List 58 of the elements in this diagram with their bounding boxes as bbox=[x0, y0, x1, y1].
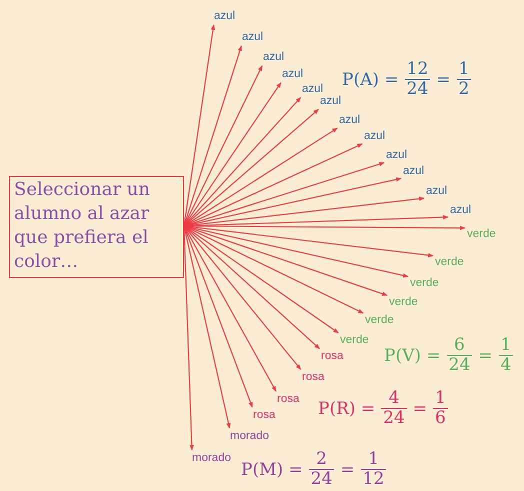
fraction-denominator: 2 bbox=[458, 80, 470, 99]
fraction-denominator: 4 bbox=[500, 356, 512, 375]
fraction-numerator: 1 bbox=[360, 450, 386, 470]
color-label: azul bbox=[214, 10, 236, 23]
fraction-denominator: 6 bbox=[434, 409, 447, 428]
color-label: morado bbox=[192, 452, 231, 465]
color-label: azul bbox=[426, 185, 448, 198]
color-label: azul bbox=[339, 114, 360, 127]
fraction-denominator: 24 bbox=[382, 409, 406, 428]
arrow bbox=[184, 97, 302, 226]
fraction-numerator: 12 bbox=[404, 60, 430, 80]
equals-sign: = bbox=[478, 346, 493, 366]
color-label: azul bbox=[242, 31, 264, 44]
arrow bbox=[184, 226, 276, 392]
color-label: azul bbox=[403, 165, 424, 178]
color-label: rosa bbox=[277, 393, 300, 406]
color-label: azul bbox=[450, 204, 472, 217]
color-label: verde bbox=[435, 256, 464, 269]
arrow bbox=[184, 226, 339, 334]
color-label: verde bbox=[340, 334, 369, 347]
color-label: morado bbox=[230, 430, 269, 443]
equals-sign: = bbox=[412, 398, 428, 418]
arrow bbox=[184, 128, 338, 226]
color-label: verde bbox=[467, 228, 496, 241]
arrow bbox=[184, 226, 320, 350]
fraction-denominator: 24 bbox=[448, 356, 472, 375]
color-label: rosa bbox=[253, 409, 276, 422]
color-label: verde bbox=[410, 277, 439, 290]
color-label: rosa bbox=[302, 371, 324, 384]
fraction-denominator: 24 bbox=[406, 80, 430, 99]
fraction-numerator: 1 bbox=[456, 60, 472, 80]
arrow bbox=[184, 82, 282, 226]
color-label: verde bbox=[389, 296, 418, 309]
probability-expression: P(R) = bbox=[318, 398, 376, 418]
arrow bbox=[184, 226, 302, 370]
fraction-denominator: 24 bbox=[310, 470, 334, 489]
question-box: Seleccionar un alumno al azar que prefiera el color… bbox=[9, 176, 184, 278]
color-label: azul bbox=[302, 83, 324, 96]
arrow bbox=[184, 108, 319, 226]
fraction-numerator: 6 bbox=[446, 336, 472, 356]
probability-expression: P(A) = bbox=[342, 70, 399, 90]
color-label: azul bbox=[320, 95, 342, 108]
arrow bbox=[184, 65, 263, 226]
fraction-numerator: 4 bbox=[381, 389, 407, 409]
equals-sign: = bbox=[436, 70, 451, 90]
color-label: azul bbox=[386, 149, 408, 162]
color-label: azul bbox=[263, 51, 284, 64]
fraction-numerator: 1 bbox=[433, 389, 448, 409]
color-label: azul bbox=[364, 130, 386, 143]
equals-sign: = bbox=[340, 460, 355, 480]
fraction-denominator: 12 bbox=[362, 470, 386, 489]
probability-expression: P(V) = bbox=[384, 346, 441, 366]
color-label: verde bbox=[365, 314, 394, 327]
fraction-numerator: 1 bbox=[498, 336, 514, 356]
color-label: rosa bbox=[321, 350, 344, 363]
fraction-numerator: 2 bbox=[308, 450, 334, 470]
color-label: azul bbox=[282, 68, 304, 81]
probability-expression: P(M) = bbox=[241, 460, 303, 480]
